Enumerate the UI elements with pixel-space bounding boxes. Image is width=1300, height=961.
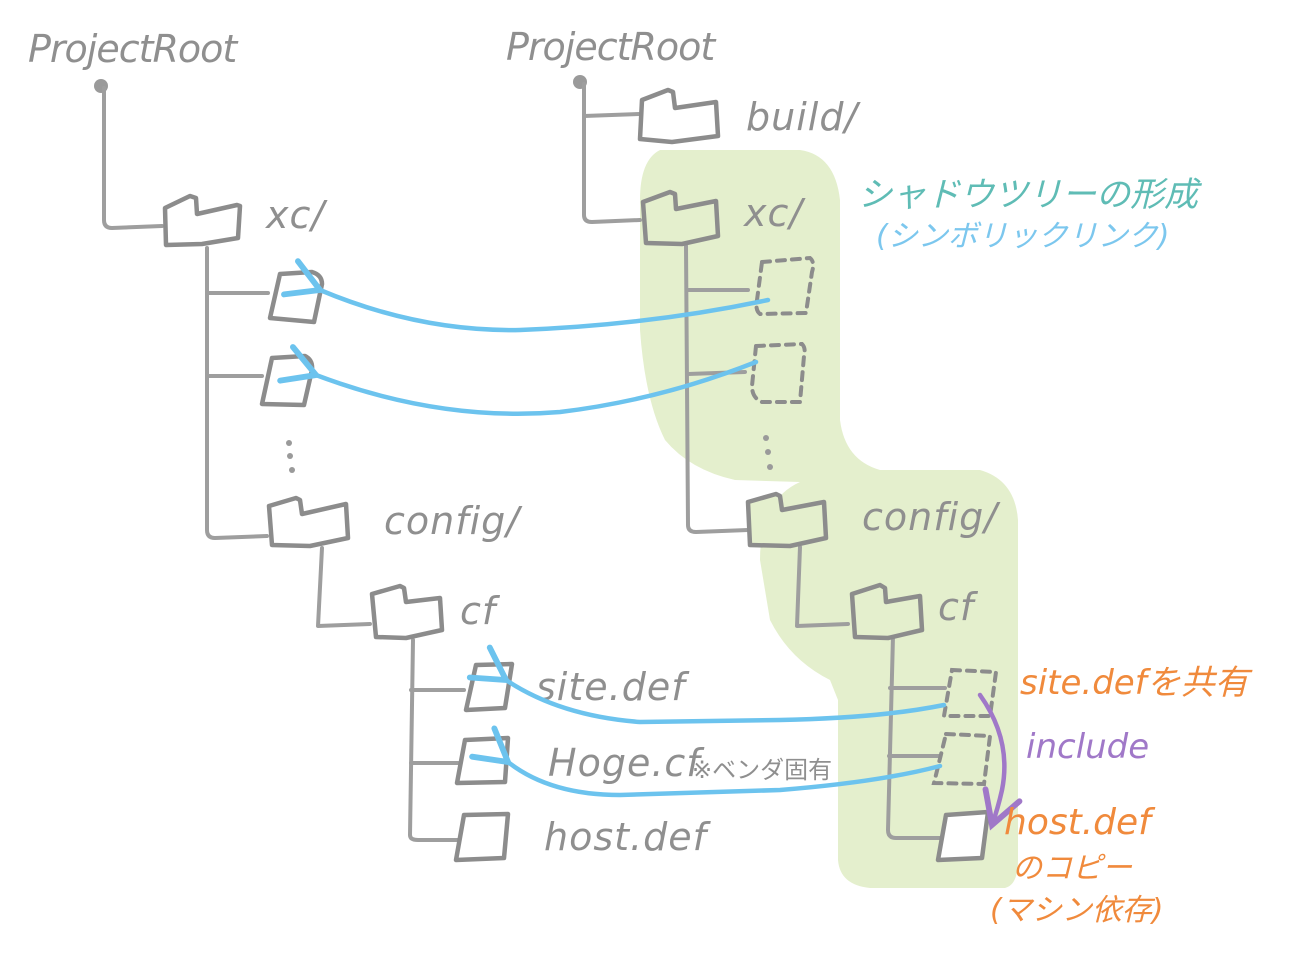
shadow-tree-title: シャドウツリーの形成 <box>858 175 1203 215</box>
annotations: シャドウツリーの形成 (シンボリックリンク) site.defを共有 inclu… <box>858 175 1253 928</box>
right-tree: ProjectRoot build/ xc/ config/ cf <box>506 25 1001 863</box>
file-icon-host-def <box>453 811 511 863</box>
right-cf-label: cf <box>938 585 979 629</box>
file-icon-xc-2 <box>259 353 315 408</box>
folder-icon-cf <box>369 583 445 641</box>
left-root-label: ProjectRoot <box>28 27 239 71</box>
folder-icon-config <box>266 495 351 549</box>
symlink-arrow-xc-1 <box>281 258 771 333</box>
tree-line-xc-children <box>684 244 750 534</box>
symlink-file-icon-site-def <box>941 667 999 718</box>
file-icon-xc-1 <box>267 269 325 325</box>
host-def-copy-note-2: のコピー <box>1012 851 1133 886</box>
file-icon-host-def-copy <box>935 809 991 863</box>
host-def-copy-note-3: (マシン依存) <box>990 893 1163 928</box>
symlink-arrow-xc-2 <box>277 344 759 416</box>
folder-icon-build <box>637 87 721 145</box>
hoge-cf-label: Hoge.cf <box>548 741 705 785</box>
tree-line-cf-children <box>408 638 464 842</box>
site-def-label: site.def <box>536 665 690 709</box>
left-xc-label: xc/ <box>265 193 328 237</box>
folder-icon-xc <box>640 189 721 247</box>
ellipsis-dot <box>286 440 292 446</box>
include-arrow <box>977 692 1023 831</box>
tree-line-config-cf <box>316 546 372 628</box>
ellipsis-dot <box>763 435 769 441</box>
folder-icon-config <box>745 491 829 549</box>
ellipsis-dot <box>289 467 295 473</box>
tree-line-root-to-xc <box>102 86 164 230</box>
right-root-label: ProjectRoot <box>506 25 717 69</box>
ellipsis-dot <box>767 464 773 470</box>
tree-line-xc-children <box>205 246 269 540</box>
host-def-copy-note-1: host.def <box>1004 802 1156 843</box>
left-cf-label: cf <box>460 589 501 633</box>
tree-line-cf-children <box>886 634 946 840</box>
include-note: include <box>1026 727 1149 767</box>
share-site-def-note: site.defを共有 <box>1020 663 1253 703</box>
tree-line-config-cf <box>795 545 850 628</box>
host-def-label: host.def <box>544 815 712 859</box>
shadow-tree-subtitle: (シンボリックリンク) <box>876 219 1169 254</box>
symlink-arrow-site-def <box>466 644 947 725</box>
right-config-label: config/ <box>862 495 1001 539</box>
tree-line-root-build <box>582 112 642 118</box>
symlink-file-icon-xc-2 <box>749 341 807 404</box>
folder-icon-cf <box>849 582 925 641</box>
ellipsis-dot <box>765 449 771 455</box>
right-xc-label: xc/ <box>743 191 806 235</box>
shadow-tree-region <box>640 150 1018 888</box>
folder-icon-xc <box>162 193 243 248</box>
file-icon-site-def <box>463 661 515 713</box>
hoge-vendor-note: ※ベンダ固有 <box>692 756 832 784</box>
tree-line-xc-shadow2 <box>686 370 747 376</box>
left-config-label: config/ <box>384 499 523 543</box>
symlink-arrow-hoge-cf <box>469 725 943 798</box>
right-build-label: build/ <box>746 95 861 139</box>
tree-line-root <box>582 82 642 224</box>
ellipsis-dot <box>287 453 293 459</box>
file-icon-hoge-cf <box>454 735 511 786</box>
symlink-file-icon-xc-1 <box>754 255 816 317</box>
symlink-arrows <box>277 258 1023 831</box>
